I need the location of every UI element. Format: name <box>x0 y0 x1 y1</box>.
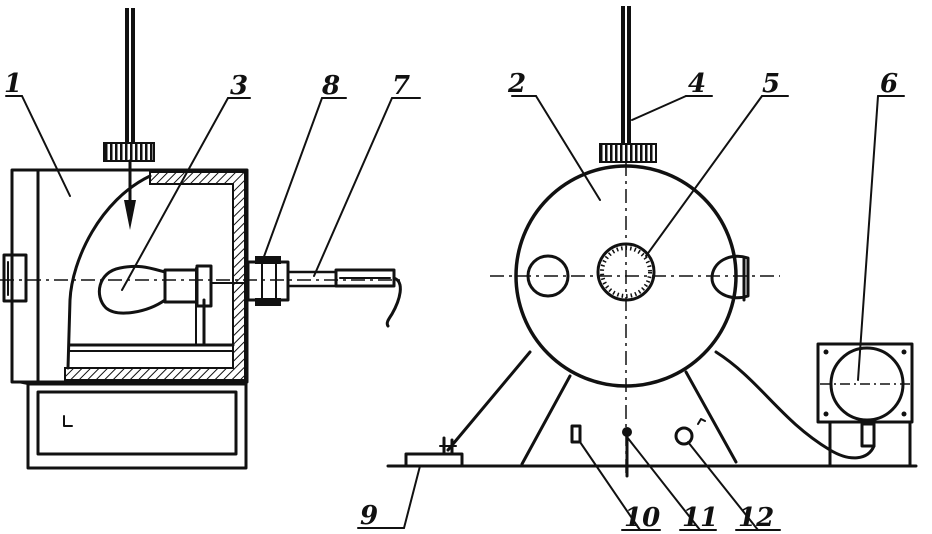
label-1: 1 <box>4 69 22 99</box>
cable-to-motor <box>714 350 876 460</box>
drum-housing <box>514 164 738 388</box>
probe-cable <box>286 268 402 328</box>
base-cabinet-panel <box>36 390 238 456</box>
dial-gauge <box>596 242 656 302</box>
left-chamber <box>2 168 249 384</box>
probe-tube <box>286 270 338 288</box>
lamp-assembly <box>97 264 249 347</box>
label-4: 4 <box>688 69 706 99</box>
leg-far-left <box>446 350 532 452</box>
label-11: 11 <box>682 503 718 533</box>
terminal-block <box>404 436 464 468</box>
right-front-view: 2 4 5 6 9 10 11 12 <box>357 6 918 533</box>
label-3: 3 <box>230 71 248 101</box>
lamp-socket <box>163 268 199 304</box>
right-shaft-gear <box>599 143 657 163</box>
part-10-pin <box>570 424 582 444</box>
terminal-base <box>404 452 464 468</box>
lamp-bulb <box>97 264 167 315</box>
left-needle-tip <box>124 200 136 230</box>
label-7: 7 <box>392 71 410 101</box>
right-labels: 2 4 5 6 9 10 11 12 <box>357 69 905 533</box>
left-base-cabinet <box>17 381 248 470</box>
dial-face <box>596 242 656 302</box>
drum-port-right <box>710 254 750 302</box>
left-chamber-insulation <box>64 171 246 381</box>
drum-port-left <box>526 254 570 298</box>
leg-left <box>520 374 572 466</box>
left-shaft-gear <box>103 142 155 162</box>
probe-wire <box>385 276 402 328</box>
left-labels: 1 3 8 7 <box>4 69 421 291</box>
base-cabinet-outline <box>26 382 248 470</box>
leg-right <box>684 370 738 464</box>
label-8: 8 <box>321 71 340 101</box>
part-12-knob <box>674 418 706 446</box>
label-9: 9 <box>360 501 378 531</box>
left-inner-wall-curve <box>66 174 152 370</box>
label-6: 6 <box>880 69 898 99</box>
left-vertical-shaft <box>103 8 155 230</box>
part-11-valve <box>622 427 632 478</box>
left-section-view: 1 3 8 7 <box>0 8 421 470</box>
fitting-body <box>246 260 290 302</box>
motor-stand <box>828 420 912 468</box>
feedthrough-fitting <box>246 256 290 306</box>
right-vertical-shaft <box>599 6 657 163</box>
drum-legs <box>446 350 876 466</box>
label-12: 12 <box>738 503 774 533</box>
left-door-knob <box>2 253 28 303</box>
motor-unit <box>816 342 914 468</box>
label-10: 10 <box>624 503 660 533</box>
label-5: 5 <box>762 69 780 99</box>
label-2: 2 <box>507 69 526 99</box>
